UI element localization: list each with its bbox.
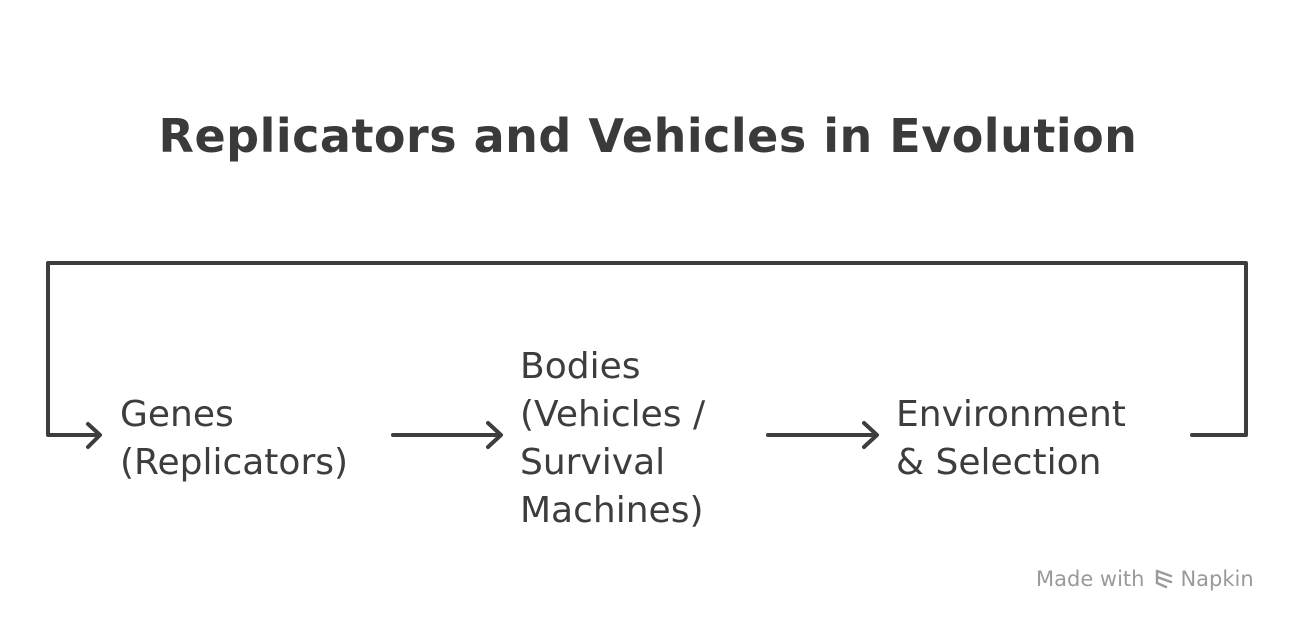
node-environment: Environment & Selection: [896, 394, 1126, 483]
node-bodies: Bodies (Vehicles / Survival Machines): [520, 346, 706, 531]
made-with-label: Made with: [1036, 567, 1145, 591]
arrow-genes-to-bodies-head: [486, 421, 503, 449]
diagram-title: Replicators and Vehicles in Evolution: [158, 109, 1138, 163]
node-genes: Genes (Replicators): [120, 394, 349, 483]
feedback-loop-line: [46, 261, 1248, 437]
napkin-watermark[interactable]: Made with Napkin: [1036, 564, 1254, 594]
arrow-bodies-to-environment-head: [862, 421, 879, 449]
napkin-logo-icon: [1156, 569, 1173, 589]
napkin-brand-label: Napkin: [1180, 567, 1254, 591]
feedback-loop-arrowhead: [86, 422, 102, 449]
